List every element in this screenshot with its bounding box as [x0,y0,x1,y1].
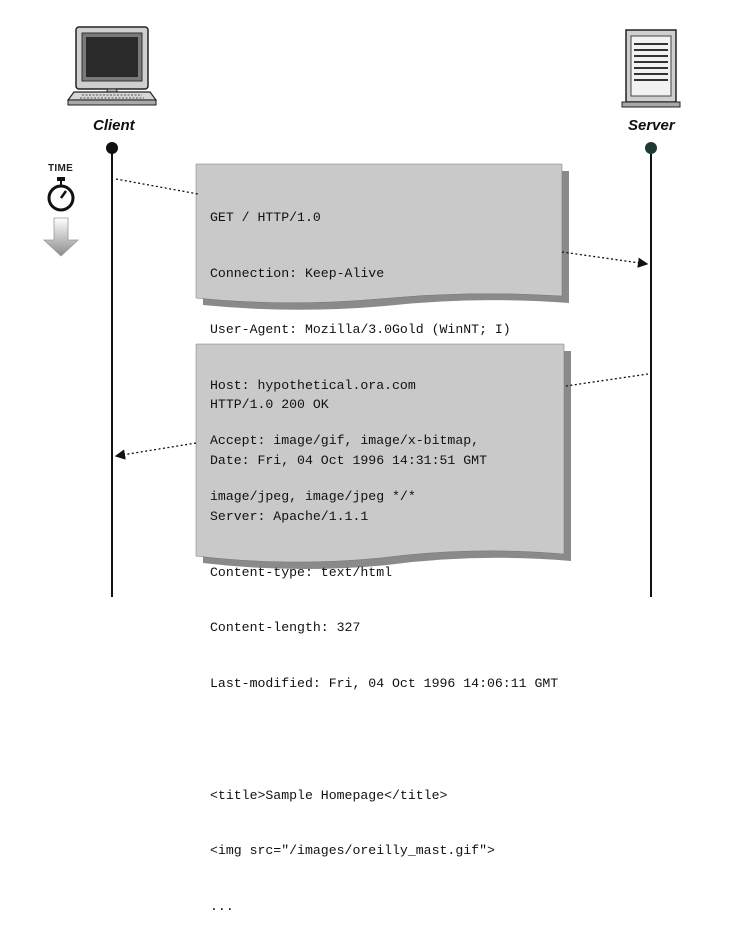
server-timeline-dot [645,142,657,154]
response-line: Content-length: 327 [210,620,361,636]
response-line [210,731,558,750]
response-arrow [114,442,197,460]
response-line: Content-type: text/html [210,564,393,580]
request-line: User-Agent: Mozilla/3.0Gold (WinNT; I) [210,321,511,337]
request-line: image/jpeg, image/jpeg */* [210,489,416,505]
down-arrow-icon [42,217,80,257]
response-line: Last-modified: Fri, 04 Oct 1996 14:06:11… [210,676,559,692]
response-line: Date: Fri, 04 Oct 1996 14:31:51 GMT [210,452,487,468]
request-message: GET / HTTP/1.0 Connection: Keep-Alive Us… [210,172,511,525]
server-label: Server [628,117,675,134]
request-message-box [195,163,569,310]
server-tower-icon [621,29,681,108]
desktop-computer-icon [66,26,158,106]
request-arrow [561,251,649,268]
request-line: Accept: image/gif, image/x-bitmap, [210,433,480,449]
response-message: HTTP/1.0 200 OK Date: Fri, 04 Oct 1996 1… [210,359,558,935]
request-line: Connection: Keep-Alive [210,265,385,281]
response-line: Server: Apache/1.1.1 [210,508,369,524]
response-line: <img src="/images/oreilly_mast.gif"> [210,843,495,859]
response-line: HTTP/1.0 200 OK [210,397,329,413]
response-leader-line [565,373,649,387]
http-exchange-diagram [42,26,681,597]
time-label: TIME [48,163,74,174]
response-line: ... [210,899,234,915]
request-line: Host: hypothetical.ora.com [210,377,416,393]
response-message-box [195,343,571,570]
client-timeline-dot [106,142,118,154]
request-line: GET / HTTP/1.0 [210,210,321,226]
client-label: Client [93,117,135,134]
stopwatch-icon [47,177,75,212]
request-leader-line [115,178,199,195]
response-line: <title>Sample Homepage</title> [210,787,448,803]
